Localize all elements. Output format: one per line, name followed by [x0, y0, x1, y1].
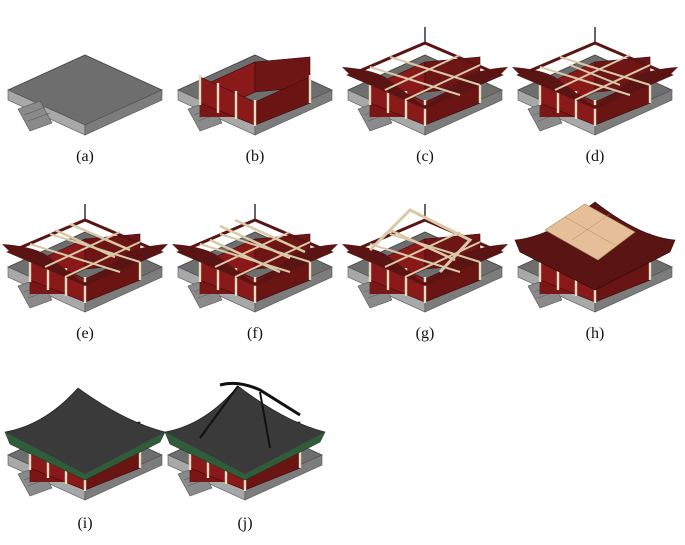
ridge-ornaments-model	[164, 381, 326, 501]
panel-label: (a)	[76, 148, 94, 165]
purlins-model	[172, 202, 338, 313]
rafters-model	[342, 202, 508, 313]
panel-label: (c)	[416, 148, 434, 165]
panel-d: (d)	[510, 5, 680, 180]
panel-label: (b)	[245, 148, 265, 165]
roof-boards-model	[514, 201, 676, 313]
panel-label: (d)	[585, 148, 605, 165]
beams-model	[512, 25, 678, 136]
panel-c: (c)	[340, 5, 510, 180]
panel-g: (g)	[340, 182, 510, 357]
panel-h: (h)	[510, 182, 680, 357]
upper-beams-model	[2, 202, 168, 313]
panel-b: (b)	[170, 5, 340, 180]
bracket-frame-model	[342, 25, 508, 136]
panel-a: (a)	[0, 5, 170, 180]
platform-model	[7, 54, 163, 136]
panel-label: (h)	[585, 325, 605, 342]
panel-label: (g)	[415, 325, 435, 342]
panel-label: (i)	[77, 515, 93, 532]
panel-i: (i)	[0, 370, 170, 545]
panel-e: (e)	[0, 182, 170, 357]
panel-label: (f)	[247, 325, 263, 342]
columns-walls-model	[177, 54, 333, 136]
panel-f: (f)	[170, 182, 340, 357]
panel-label: (j)	[237, 515, 253, 532]
panel-label: (e)	[76, 325, 94, 342]
roof-tiles-model	[4, 387, 166, 501]
panel-j: (j)	[160, 370, 330, 545]
